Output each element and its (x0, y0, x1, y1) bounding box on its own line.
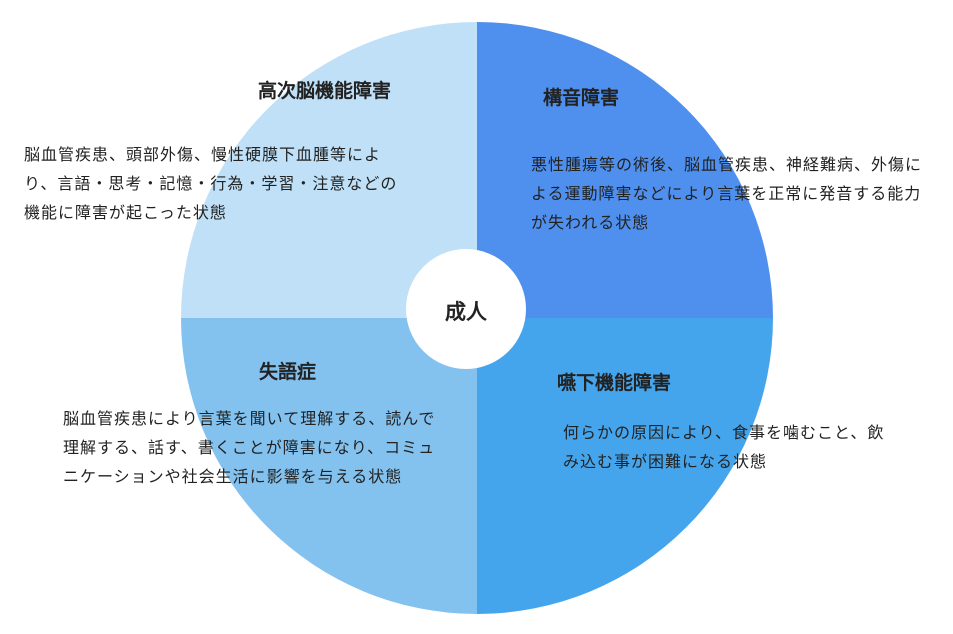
quadrant-title-higher-brain-dysfunction: 高次脳機能障害 (258, 80, 392, 102)
quadrant-desc-aphasia: 脳血管疾患により言葉を聞いて理解する、読んで理解する、話す、書くことが障害になり… (63, 409, 436, 486)
quadrant-desc-dysphagia: 何らかの原因により、食事を噛むこと、飲み込む事が困難になる状態 (563, 423, 885, 471)
quadrant-top-right (477, 22, 773, 318)
quadrant-bottom-left (181, 318, 477, 614)
quadrant-bottom-right (477, 318, 773, 614)
center-circle (406, 249, 526, 369)
quadrant-title-dysphagia: 嚥下機能障害 (557, 372, 672, 394)
quadrant-desc-higher-brain-dysfunction: 脳血管疾患、頭部外傷、慢性硬膜下血腫等により、言語・思考・記憶・行為・学習・注意… (24, 145, 398, 222)
center-label: 成人 (445, 300, 487, 324)
quadrant-desc-dysarthria: 悪性腫瘍等の術後、脳血管疾患、神経難病、外傷による運動障害などにより言葉を正常に… (531, 155, 923, 232)
quadrant-title-dysarthria: 構音障害 (543, 87, 620, 109)
quadrant-title-aphasia: 失語症 (259, 361, 317, 383)
quadrant-top-left (181, 22, 477, 318)
